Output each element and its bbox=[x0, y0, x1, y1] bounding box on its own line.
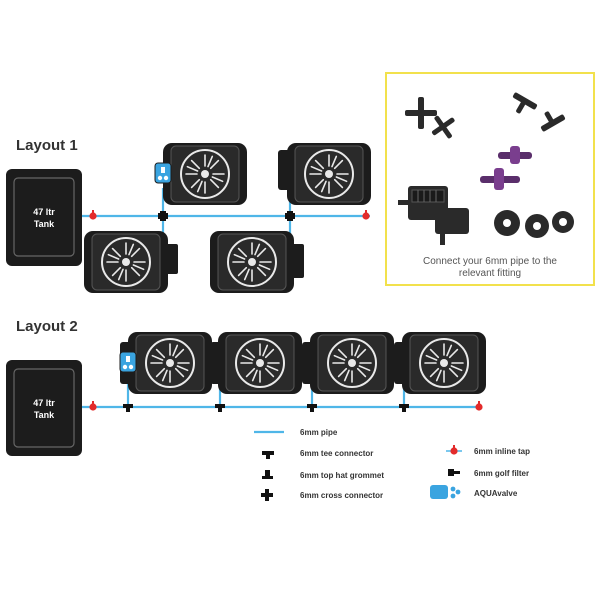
layout1-aquavalve bbox=[154, 162, 172, 184]
legend-filter-label: 6mm golf filter bbox=[474, 469, 529, 478]
layout2-inline-tap-end bbox=[475, 401, 483, 411]
legend-tee: 6mm tee connector bbox=[262, 449, 373, 459]
legend-cross: 6mm cross connector bbox=[261, 489, 383, 501]
layout2-pot-4 bbox=[394, 331, 487, 395]
layout1-cross-connector-2 bbox=[285, 211, 295, 221]
layout2-tank-label-1: 47 ltr bbox=[33, 398, 55, 408]
layout2-tank-label-2: Tank bbox=[34, 410, 55, 420]
legend-aquavalve-label: AQUAvalve bbox=[474, 489, 518, 498]
layout2-tank: 47 ltr Tank bbox=[6, 360, 82, 456]
legend-filter: 6mm golf filter bbox=[448, 469, 529, 478]
legend-grommet-label: 6mm top hat grommet bbox=[300, 471, 384, 480]
layout2-pot-3 bbox=[302, 331, 395, 395]
legend-grommet: 6mm top hat grommet bbox=[262, 470, 384, 480]
legend: 6mm pipe 6mm tee connector 6mm top hat g… bbox=[254, 428, 530, 501]
fittings-panel: Connect your 6mm pipe to the relevant fi… bbox=[385, 72, 595, 286]
layout1-title: Layout 1 bbox=[16, 137, 78, 154]
legend-tee-label: 6mm tee connector bbox=[300, 449, 373, 458]
layout2-tee-connectors bbox=[123, 404, 409, 412]
layout1-pot-upper-2 bbox=[278, 142, 372, 206]
fitting-cross-connectors bbox=[405, 97, 455, 139]
layout2-inline-tap-start bbox=[89, 401, 97, 411]
fitting-tee-connectors bbox=[512, 92, 566, 132]
fitting-inline-taps bbox=[480, 146, 532, 190]
layout1-pot-upper-1 bbox=[162, 142, 248, 206]
layout1-tank-label-1: 47 ltr bbox=[33, 207, 55, 217]
legend-tap: 6mm inline tap bbox=[446, 445, 530, 456]
layout1-inline-tap-end bbox=[362, 210, 370, 220]
legend-tap-label: 6mm inline tap bbox=[474, 447, 530, 456]
fittings-caption-line1: Connect your 6mm pipe to the bbox=[423, 256, 557, 267]
legend-aquavalve: AQUAvalve bbox=[430, 485, 518, 499]
layout2-pot-2 bbox=[210, 331, 303, 395]
legend-pipe-label: 6mm pipe bbox=[300, 428, 338, 437]
layout1-tank-label-2: Tank bbox=[34, 219, 55, 229]
legend-cross-label: 6mm cross connector bbox=[300, 491, 383, 500]
layout1-pot-lower-1 bbox=[83, 230, 178, 294]
layout1-tank: 47 ltr Tank bbox=[6, 169, 82, 266]
fittings-caption-line2: relevant fitting bbox=[459, 268, 521, 279]
fitting-top-hat-grommets bbox=[494, 210, 574, 238]
legend-pipe: 6mm pipe bbox=[254, 428, 338, 437]
layout2-title: Layout 2 bbox=[16, 318, 78, 335]
layout2-aquavalve bbox=[119, 351, 137, 373]
layout1-cross-connector-1 bbox=[158, 211, 168, 221]
layout1-inline-tap-start bbox=[89, 210, 97, 220]
fitting-golf-filters bbox=[398, 186, 469, 245]
layout1-pot-lower-2 bbox=[209, 230, 304, 294]
